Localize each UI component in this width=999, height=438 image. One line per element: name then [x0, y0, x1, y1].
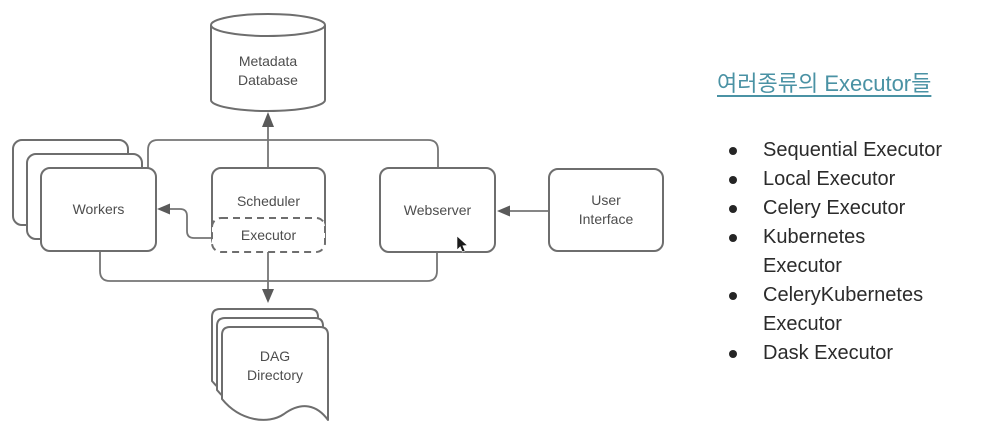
list-item-celerykubernetes-executor: CeleryKubernetes Executor — [727, 281, 949, 339]
list-item-dask-executor: Dask Executor — [727, 339, 949, 368]
dag-label-line2: Directory — [246, 367, 303, 383]
user-interface-box — [548, 168, 664, 252]
dag-directory-shape — [211, 308, 329, 421]
panel-heading: 여러종류의 Executor들 — [717, 71, 932, 96]
ui-label-line2: Interface — [578, 211, 634, 227]
ui-label-line1: User — [591, 192, 621, 208]
top-bus-connector — [147, 139, 439, 172]
mouse-cursor — [456, 235, 469, 253]
arrowhead-to-webserver — [497, 205, 510, 217]
workers-stack-shape — [12, 139, 157, 252]
dag-label-line1: DAG — [259, 348, 291, 364]
metadata-label-line2: Database — [238, 72, 298, 88]
metadata-label-line1: Metadata — [238, 53, 298, 69]
workers-box-front — [40, 167, 157, 252]
dag-doc-front — [221, 326, 329, 421]
arrowhead-to-dag — [262, 289, 274, 303]
executor-list: Sequential Executor Local Executor Celer… — [717, 136, 949, 368]
webserver-label: Webserver — [403, 201, 472, 218]
executor-types-panel: 여러종류의 Executor들 Sequential Executor Loca… — [717, 70, 987, 368]
executor-to-workers-line — [170, 208, 213, 239]
metadata-database-label: Metadata Database — [211, 50, 325, 92]
workers-label: Workers — [72, 201, 125, 217]
dag-directory-label: DAG Directory — [222, 345, 328, 387]
scheduler-label: Scheduler — [236, 192, 301, 209]
list-item-celery-executor: Celery Executor — [727, 194, 949, 223]
executor-dashed-box — [211, 217, 326, 253]
arrowhead-to-workers — [157, 203, 170, 215]
list-item-sequential-executor: Sequential Executor — [727, 136, 949, 165]
arrowhead-to-db — [262, 112, 274, 127]
user-interface-label: User Interface — [549, 169, 663, 251]
metadata-database-shape — [210, 13, 326, 112]
executor-label: Executor — [240, 226, 297, 243]
list-item-local-executor: Local Executor — [727, 165, 949, 194]
webserver-box — [379, 167, 496, 253]
list-item-kubernetes-executor: Kubernetes Executor — [727, 223, 949, 281]
